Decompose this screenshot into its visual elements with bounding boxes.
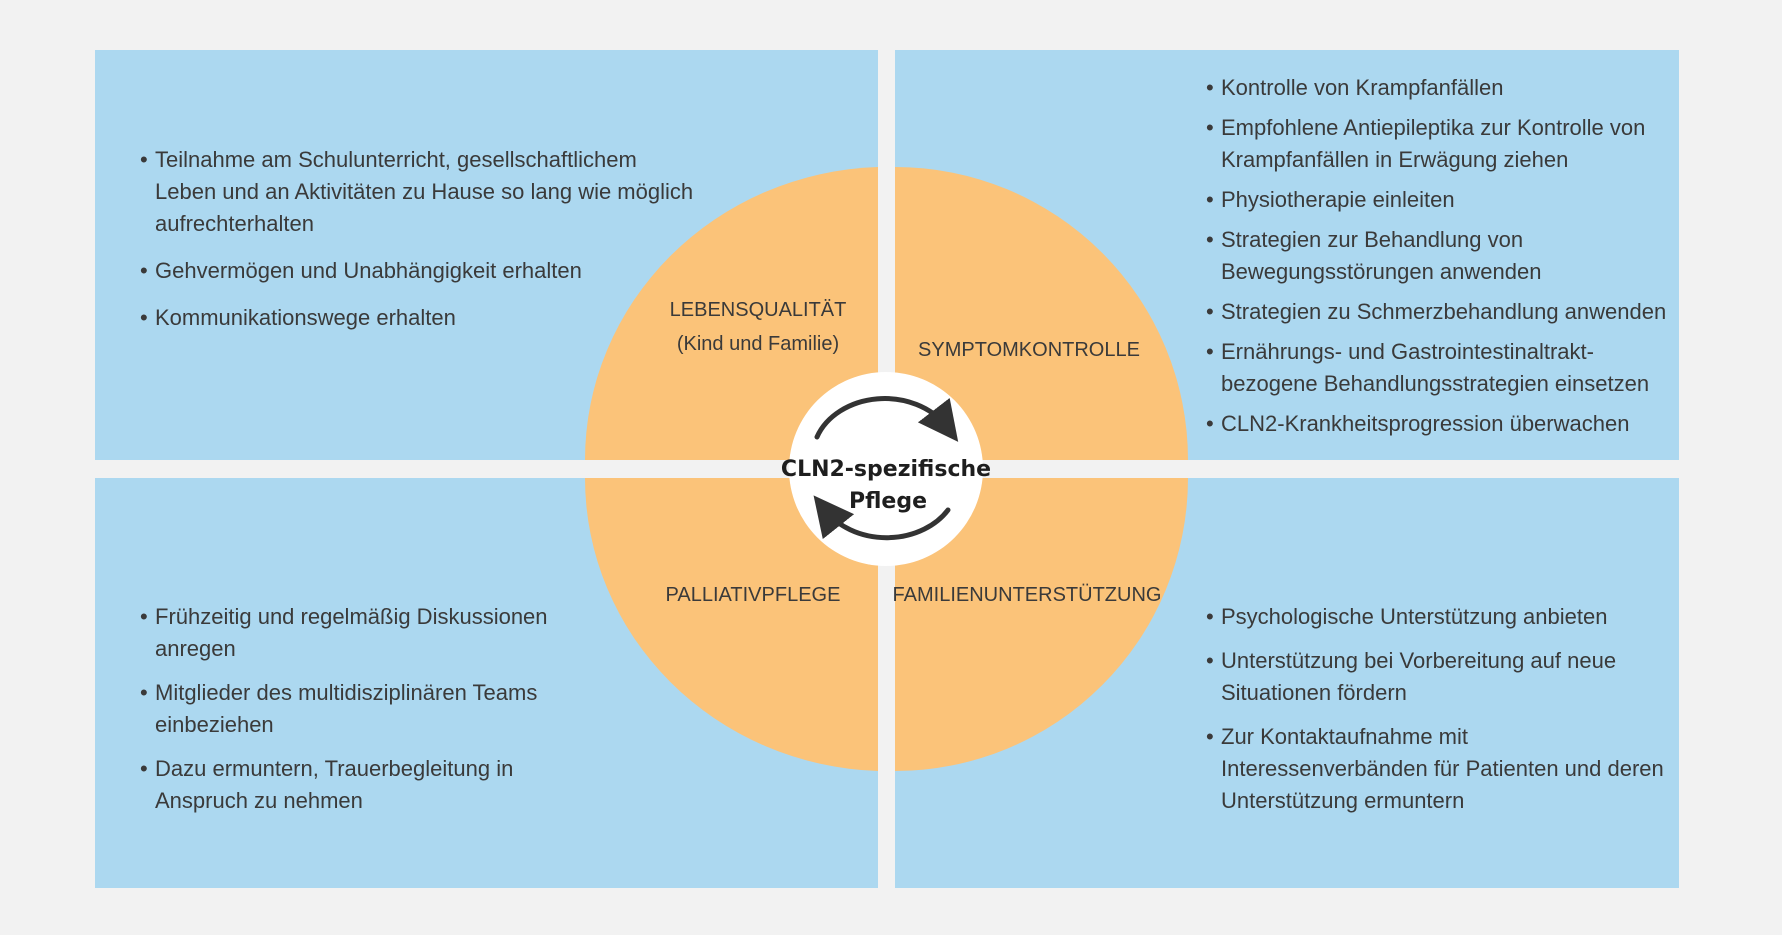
list-item: Dazu ermuntern, Trauerbegleitung in Ansp… [140,753,610,817]
list-item: Gehvermögen und Unabhängigkeit erhalten [140,255,700,287]
list-lebensqualitaet: Teilnahme am Schulunterricht, gesellscha… [140,144,700,334]
quadrant-subtitle-lebensqualitaet: (Kind und Familie) [677,333,839,355]
circular-arrows-icon [813,396,959,541]
segment-palliativpflege [584,478,878,771]
list-item: Physiotherapie einleiten [1206,184,1686,216]
list-item: Frühzeitig und regelmäßig Diskussionen a… [140,601,610,665]
list-item: CLN2-Krankheitsprogression überwachen [1206,408,1686,440]
list-palliativpflege: Frühzeitig und regelmäßig Diskussionen a… [140,601,610,817]
list-familienunterstuetzung: Psychologische Unterstützung anbieten Un… [1206,601,1676,817]
list-item: Teilnahme am Schulunterricht, gesellscha… [140,144,700,240]
list-item: Ernährungs- und Gastrointestinaltrakt-be… [1206,336,1686,400]
segment-symptomkontrolle [895,167,1188,460]
list-item: Empfohlene Antiepileptika zur Kontrolle … [1206,112,1686,176]
list-symptomkontrolle: Kontrolle von Krampfanfällen Empfohlene … [1206,72,1686,440]
list-item: Unterstützung bei Vorbereitung auf neue … [1206,645,1676,709]
list-item: Strategien zur Behandlung von Bewegungss… [1206,224,1686,288]
center-title-line2: Pflege [849,489,927,514]
cycle-arrow-bottom [813,495,951,541]
list-item: Zur Kontaktaufnahme mit Interessenverbän… [1206,721,1676,817]
quadrant-title-symptomkontrolle: SYMPTOMKONTROLLE [918,339,1140,361]
cycle-arrow-top [814,396,959,442]
quadrant-title-palliativpflege: PALLIATIVPFLEGE [666,584,841,606]
quadrant-title-lebensqualitaet: LEBENSQUALITÄT [670,299,847,321]
list-item: Psychologische Unterstützung anbieten [1206,601,1676,633]
list-item: Kommunikationswege erhalten [140,302,700,334]
segment-lebensqualitaet [584,167,878,460]
center-title-line1: CLN2-spezifische [781,457,991,482]
list-item: Strategien zu Schmerzbehandlung anwenden [1206,296,1686,328]
segment-familienunterstuetzung [895,478,1188,771]
list-item: Kontrolle von Krampfanfällen [1206,72,1686,104]
quadrant-title-familienunterstuetzung: FAMILIENUNTERSTÜTZUNG [893,584,1162,606]
list-item: Mitglieder des multidisziplinären Teams … [140,677,610,741]
